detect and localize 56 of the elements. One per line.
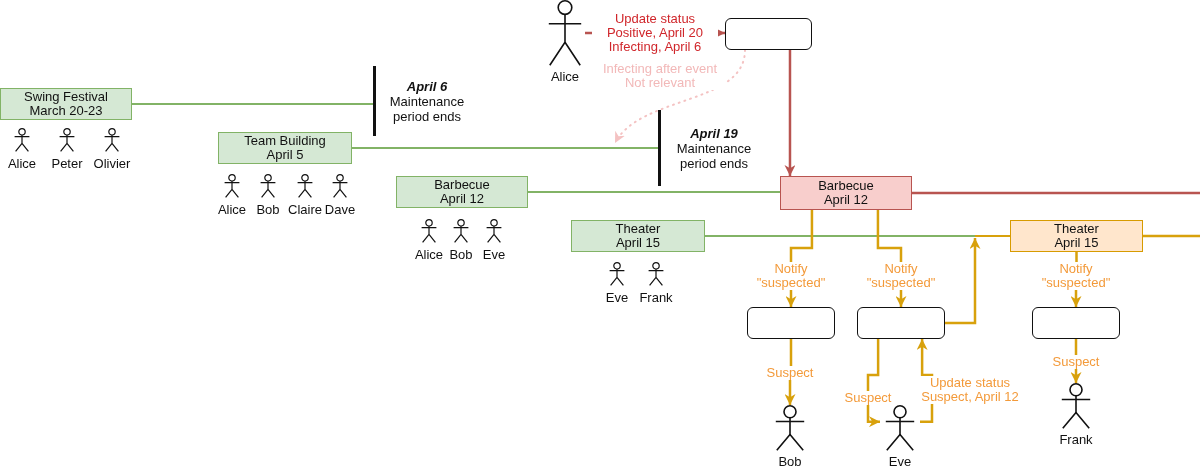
- person-name: Bob: [256, 202, 280, 217]
- person-name: Claire: [288, 202, 322, 217]
- milestone-note: Maintenance period ends: [388, 93, 466, 124]
- milestone-date: April 6: [405, 78, 449, 94]
- person-name: Dave: [324, 202, 356, 217]
- event-box: [780, 176, 912, 210]
- arrow: [945, 238, 981, 325]
- event-name: Team Building: [244, 134, 326, 148]
- event-box: [0, 88, 132, 120]
- person-name: Eve: [888, 454, 912, 469]
- event-date: April 5: [266, 148, 304, 162]
- event-date: April 12: [439, 192, 485, 206]
- person-name: Eve: [605, 290, 629, 305]
- event-date: April 15: [615, 236, 661, 250]
- milestone-date: April 19: [689, 125, 739, 141]
- event-name: Barbecue: [434, 178, 490, 192]
- timeline-line: [131, 103, 374, 105]
- timeline-line: [527, 191, 781, 193]
- milestone-note: Maintenance period ends: [675, 140, 753, 171]
- timeline-line: [1143, 234, 1200, 238]
- person-name: Alice: [217, 202, 247, 217]
- timeline-line: [912, 191, 1200, 195]
- arrow: [866, 339, 880, 428]
- process-box: [747, 307, 835, 339]
- event-date: April 15: [1054, 236, 1099, 250]
- person-name: Alice: [550, 69, 580, 84]
- person-name: Alice: [7, 156, 37, 171]
- event-name: Swing Festival: [24, 90, 108, 104]
- person-name: Bob: [778, 454, 802, 469]
- process-box: [1032, 307, 1120, 339]
- event-box: [396, 176, 528, 208]
- event-name: Barbecue: [818, 179, 874, 193]
- process-box: [857, 307, 945, 339]
- arrow: [614, 49, 746, 144]
- edge-label: Suspect: [1050, 355, 1102, 369]
- event-box: [1010, 220, 1143, 252]
- timeline-line: [704, 235, 1011, 237]
- edge-label: Suspect: [842, 391, 894, 405]
- event-date: March 20-23: [29, 104, 103, 118]
- event-box: [571, 220, 705, 252]
- person-name: Eve: [482, 247, 506, 262]
- person-name: Olivier: [93, 156, 131, 171]
- person-name: Frank: [1059, 432, 1093, 447]
- process-box: [725, 18, 812, 50]
- person-name: Alice: [414, 247, 444, 262]
- person-name: Peter: [51, 156, 83, 171]
- timeline-line: [351, 147, 659, 149]
- event-name: Theater: [1054, 222, 1099, 236]
- event-box: [218, 132, 352, 164]
- person-name: Frank: [639, 290, 673, 305]
- arrow: [784, 50, 796, 176]
- event-name: Theater: [615, 222, 661, 236]
- person-name: Bob: [449, 247, 473, 262]
- edge-label: Suspect: [764, 366, 816, 380]
- event-date: April 12: [823, 193, 869, 207]
- edge-label: Update status Positive, April 20 Infecting, April 6: [592, 12, 718, 54]
